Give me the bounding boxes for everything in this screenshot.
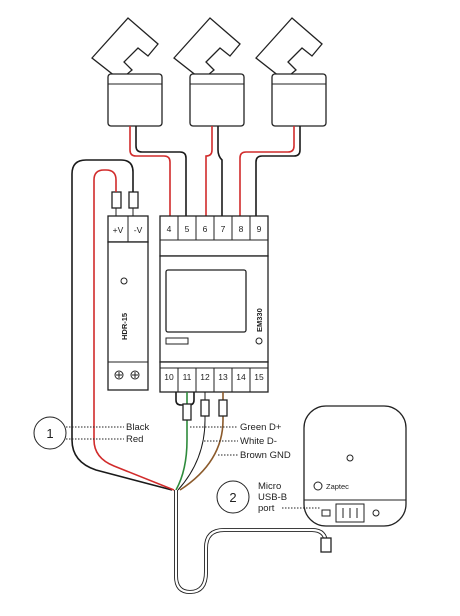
led-indicator-icon	[120, 277, 128, 285]
psu-body	[107, 241, 149, 391]
energy-meter: 4 5 6 7 8 9 10 11 12 13 14 15 EM330	[159, 215, 269, 393]
meter-model-label: EM330	[255, 308, 264, 332]
ferrule	[182, 403, 192, 421]
terminal-8: 8	[239, 224, 244, 234]
usb-label-line3: port	[258, 503, 275, 514]
label-green: Green D+	[240, 422, 282, 433]
psu-plug-minus	[128, 191, 139, 209]
terminal-13: 13	[218, 372, 228, 382]
psu-plus-label: +V	[113, 225, 124, 235]
callout-2: 2 Micro USB-B port	[216, 480, 320, 514]
label-white: White D-	[240, 436, 277, 447]
label-black: Black	[126, 422, 149, 433]
screw-terminal-icon	[130, 370, 140, 380]
charger-body	[303, 405, 407, 527]
charger-port-block	[335, 503, 365, 523]
current-transformer-3	[255, 17, 327, 127]
ct-wires	[129, 126, 301, 216]
ferrule	[200, 399, 210, 417]
label-red: Red	[126, 434, 143, 445]
callout-1-number: 1	[46, 426, 53, 441]
terminal-14: 14	[236, 372, 246, 382]
psu-minus-label: -V	[134, 225, 143, 235]
terminal-12: 12	[200, 372, 210, 382]
callout-2-number: 2	[229, 490, 236, 505]
ct-body	[107, 73, 163, 127]
zaptec-logo-icon	[313, 481, 323, 491]
terminal-15: 15	[254, 372, 264, 382]
current-transformer-icon	[91, 17, 159, 81]
ferrule	[218, 399, 228, 417]
label-brown: Brown GND	[240, 450, 291, 461]
charger-indicator	[346, 454, 354, 462]
terminal-10: 10	[164, 372, 174, 382]
zaptec-charger: Zaptec	[303, 405, 407, 527]
power-supply: +V -V HDR-15	[107, 215, 149, 391]
current-transformer-icon	[173, 17, 241, 81]
charger-brand-label: Zaptec	[326, 482, 349, 491]
data-wire-labels: Green D+ White D- Brown GND	[190, 422, 291, 461]
ct-body	[271, 73, 327, 127]
meter-button	[165, 337, 189, 345]
usb-label-line1: Micro	[258, 481, 281, 492]
meter-display	[165, 269, 247, 333]
led-indicator-icon	[255, 337, 263, 345]
cable-bundle	[174, 490, 328, 595]
terminal-5: 5	[185, 224, 190, 234]
terminal-7: 7	[221, 224, 226, 234]
terminal-6: 6	[203, 224, 208, 234]
terminal-4: 4	[167, 224, 172, 234]
usb-label-line2: USB-B	[258, 492, 287, 503]
terminal-9: 9	[257, 224, 262, 234]
usb-connector	[320, 537, 332, 553]
micro-usb-port	[321, 509, 331, 517]
terminal-11: 11	[183, 372, 192, 382]
screw-terminal-icon	[114, 370, 124, 380]
power-wires	[71, 159, 175, 491]
current-transformer-1	[91, 17, 163, 127]
current-transformer-icon	[255, 17, 323, 81]
ct-body	[189, 73, 245, 127]
callout-1: 1 Black Red	[33, 416, 149, 450]
current-transformer-2	[173, 17, 245, 127]
psu-model-label: HDR-15	[120, 313, 129, 340]
psu-plug-plus	[111, 191, 122, 209]
